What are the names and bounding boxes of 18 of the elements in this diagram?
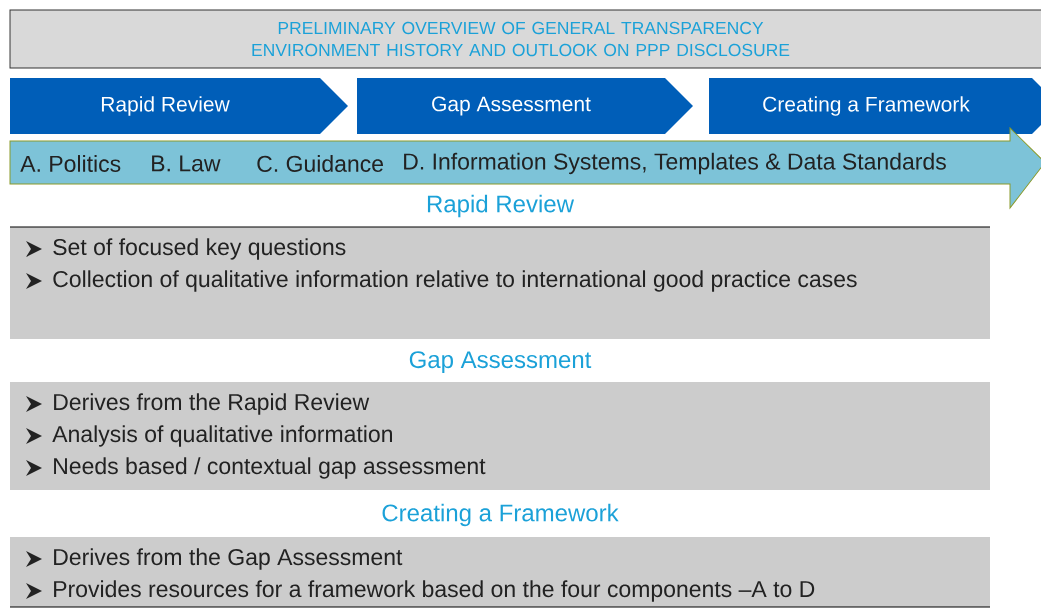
process-step: Gap Assessment <box>357 78 693 134</box>
bullet-text: Collection of qualitative information relative to international good practice cases <box>53 270 857 292</box>
bullet-text: Analysis of qualitative information <box>52 425 392 447</box>
bullet-text: Provides resources for a framework based on the four components –A to D <box>54 580 815 602</box>
title-box: PRELIMINARY OVERVIEW OF GENERAL TRANSPARENCY ENVIRONMENT HISTORY AND OUTLOOK ON PPP DISCLOSURE <box>9 9 1041 69</box>
bullet-text: Needs based / contextual gap assessment <box>54 457 486 479</box>
section-heading: Creating a Framework <box>382 503 619 527</box>
section-heading: Gap Assessment <box>409 351 592 373</box>
section-heading: Rapid Review <box>427 194 575 218</box>
bullet-text: Set of focused key questions <box>53 238 346 260</box>
component-label: C. Guidance <box>257 155 383 172</box>
component-label: B. Law <box>152 155 221 172</box>
process-step: Rapid Review <box>10 78 348 134</box>
component-label: D. Information Systems, Templates & Data Standards <box>404 152 946 175</box>
component-label: A. Politics <box>20 155 121 172</box>
process-step: Creating a Framework <box>709 78 1041 134</box>
bullet-text: Derives from the Rapid Review <box>54 393 370 415</box>
bullet-text: Derives from the Gap Assessment <box>54 548 403 570</box>
